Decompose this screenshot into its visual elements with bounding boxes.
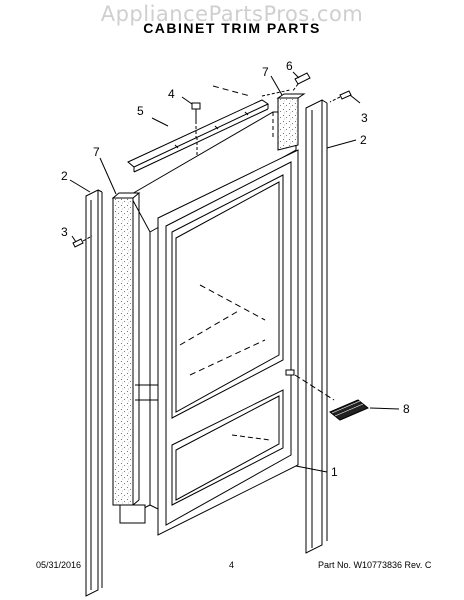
callout-2-right: 2 [360,133,367,147]
footer-date: 05/31/2016 [36,560,82,570]
callout-6: 6 [286,59,293,73]
door-frame [157,149,299,536]
side-trim-left [85,189,103,597]
screw-4 [191,102,201,138]
footer-part-number: Part No. W10773836 Rev. C [318,560,432,570]
screw-3-left [72,235,93,248]
top-trim [127,99,270,173]
label-plate [285,369,369,421]
insulation-strip-left [111,192,146,524]
callout-2-left: 2 [61,169,68,183]
leader-lines [69,71,400,473]
callout-7-left: 7 [93,145,100,159]
callout-1: 1 [331,465,338,479]
watermark: AppliancePartsPros.com [100,2,364,26]
screw-6 [291,72,311,93]
callout-7-right: 7 [262,65,269,79]
insulation-strip-right [276,93,306,151]
side-trim-right [305,99,328,554]
callout-labels: 4 5 6 7 7 2 3 3 2 8 1 [61,59,410,479]
screw-3-right [329,90,352,103]
footer-page-number: 4 [229,560,235,570]
callout-5: 5 [137,104,144,118]
callout-4: 4 [168,87,175,101]
page-title: CABINET TRIM PARTS [143,20,321,36]
callout-3-right: 3 [361,111,368,125]
callout-8: 8 [403,402,410,416]
callout-3-left: 3 [61,225,68,239]
